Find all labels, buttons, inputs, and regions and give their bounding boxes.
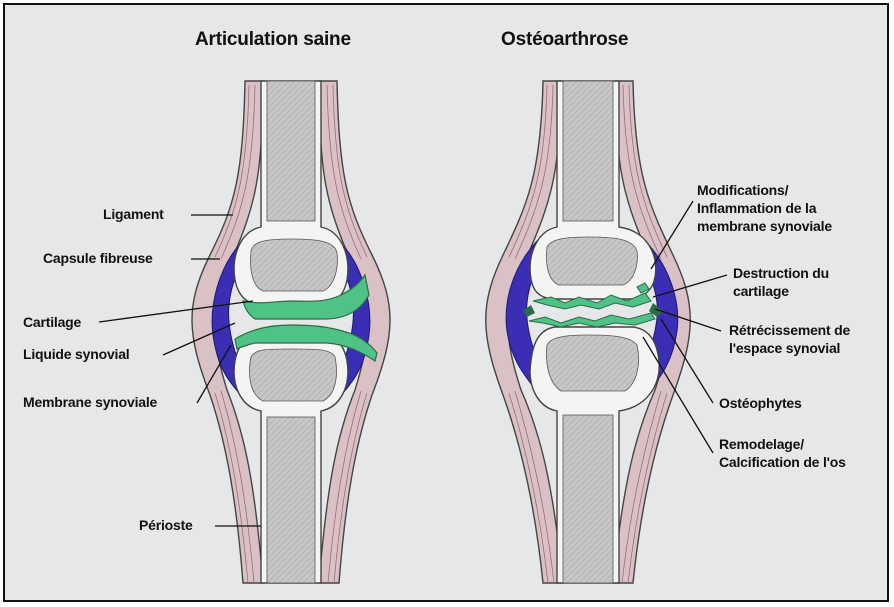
label-oa-remodel-line1: Remodelage/ (719, 435, 846, 453)
oa-lower-epiphysis (547, 335, 639, 391)
label-oa-membrane: Modifications/ Inflammation de la membra… (697, 181, 832, 235)
label-oa-space: Rétrécissement de l'espace synovial (729, 321, 850, 357)
label-oa-cartilage-line1: Destruction du (733, 264, 829, 282)
joint-illustration (5, 5, 889, 602)
healthy-lower-epiphysis (250, 349, 337, 401)
title-osteoarthritis: Ostéoarthrose (501, 29, 628, 51)
label-capsule: Capsule fibreuse (43, 249, 153, 267)
oa-upper-shaft-marrow (563, 81, 613, 221)
label-oa-space-line1: Rétrécissement de (729, 321, 850, 339)
leader-cartilage (99, 301, 253, 322)
oa-joint (486, 81, 691, 583)
label-oa-osteophytes: Ostéophytes (719, 394, 802, 412)
label-oa-membrane-line2: Inflammation de la (697, 199, 832, 217)
label-oa-membrane-line3: membrane synoviale (697, 217, 832, 235)
title-healthy-joint: Articulation saine (195, 29, 351, 51)
label-cartilage: Cartilage (23, 313, 81, 331)
healthy-upper-shaft-marrow (267, 81, 315, 221)
oa-lower-shaft-marrow (563, 415, 613, 583)
label-synovial-membrane: Membrane synoviale (23, 393, 157, 411)
label-oa-cartilage-line2: cartilage (733, 282, 829, 300)
diagram-frame: Articulation saine Ostéoarthrose Ligamen… (3, 3, 889, 602)
label-oa-membrane-line1: Modifications/ (697, 181, 832, 199)
healthy-joint (192, 81, 390, 583)
label-oa-remodel-line2: Calcification de l'os (719, 453, 846, 471)
oa-upper-epiphysis (547, 237, 638, 285)
healthy-upper-epiphysis (251, 239, 338, 291)
label-oa-space-line2: l'espace synovial (729, 339, 850, 357)
label-oa-remodel: Remodelage/ Calcification de l'os (719, 435, 846, 471)
label-synovial-fluid: Liquide synovial (23, 345, 130, 363)
oa-cartilage-lower-fragment (529, 313, 655, 327)
label-oa-cartilage: Destruction du cartilage (733, 264, 829, 300)
label-ligament: Ligament (103, 205, 164, 223)
label-periosteum: Périoste (139, 516, 193, 534)
healthy-lower-shaft-marrow (267, 417, 315, 583)
